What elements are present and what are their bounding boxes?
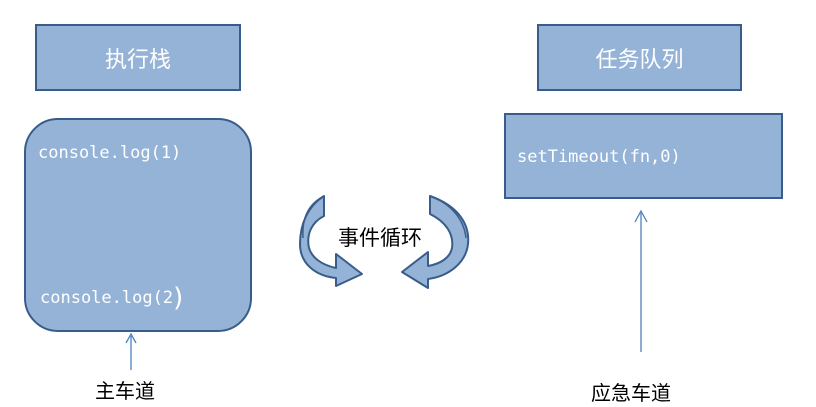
execution-stack-header: 执行栈 — [35, 24, 241, 91]
main-road-arrow-icon — [125, 332, 137, 370]
event-loop-label: 事件循环 — [338, 226, 422, 250]
execution-stack-box — [24, 118, 252, 332]
stack-code-line-2-text: console.log(2 — [40, 288, 174, 308]
emergency-road-arrow-icon — [634, 209, 648, 352]
stack-code-line-1: console.log(1) — [38, 143, 182, 163]
task-queue-header: 任务队列 — [537, 24, 742, 91]
task-queue-title: 任务队列 — [595, 47, 684, 73]
main-road-label: 主车道 — [95, 379, 155, 403]
stack-code-line-2: console.log(2) — [40, 283, 183, 313]
queue-code-line-1: setTimeout(fn,0) — [517, 147, 681, 167]
stack-code-line-2-paren: ) — [173, 283, 184, 313]
loop-arrow-left-icon — [299, 195, 363, 287]
execution-stack-title: 执行栈 — [104, 47, 171, 73]
emergency-road-label: 应急车道 — [591, 381, 671, 405]
task-queue-box — [504, 113, 783, 199]
loop-arrow-right-icon — [401, 195, 470, 289]
